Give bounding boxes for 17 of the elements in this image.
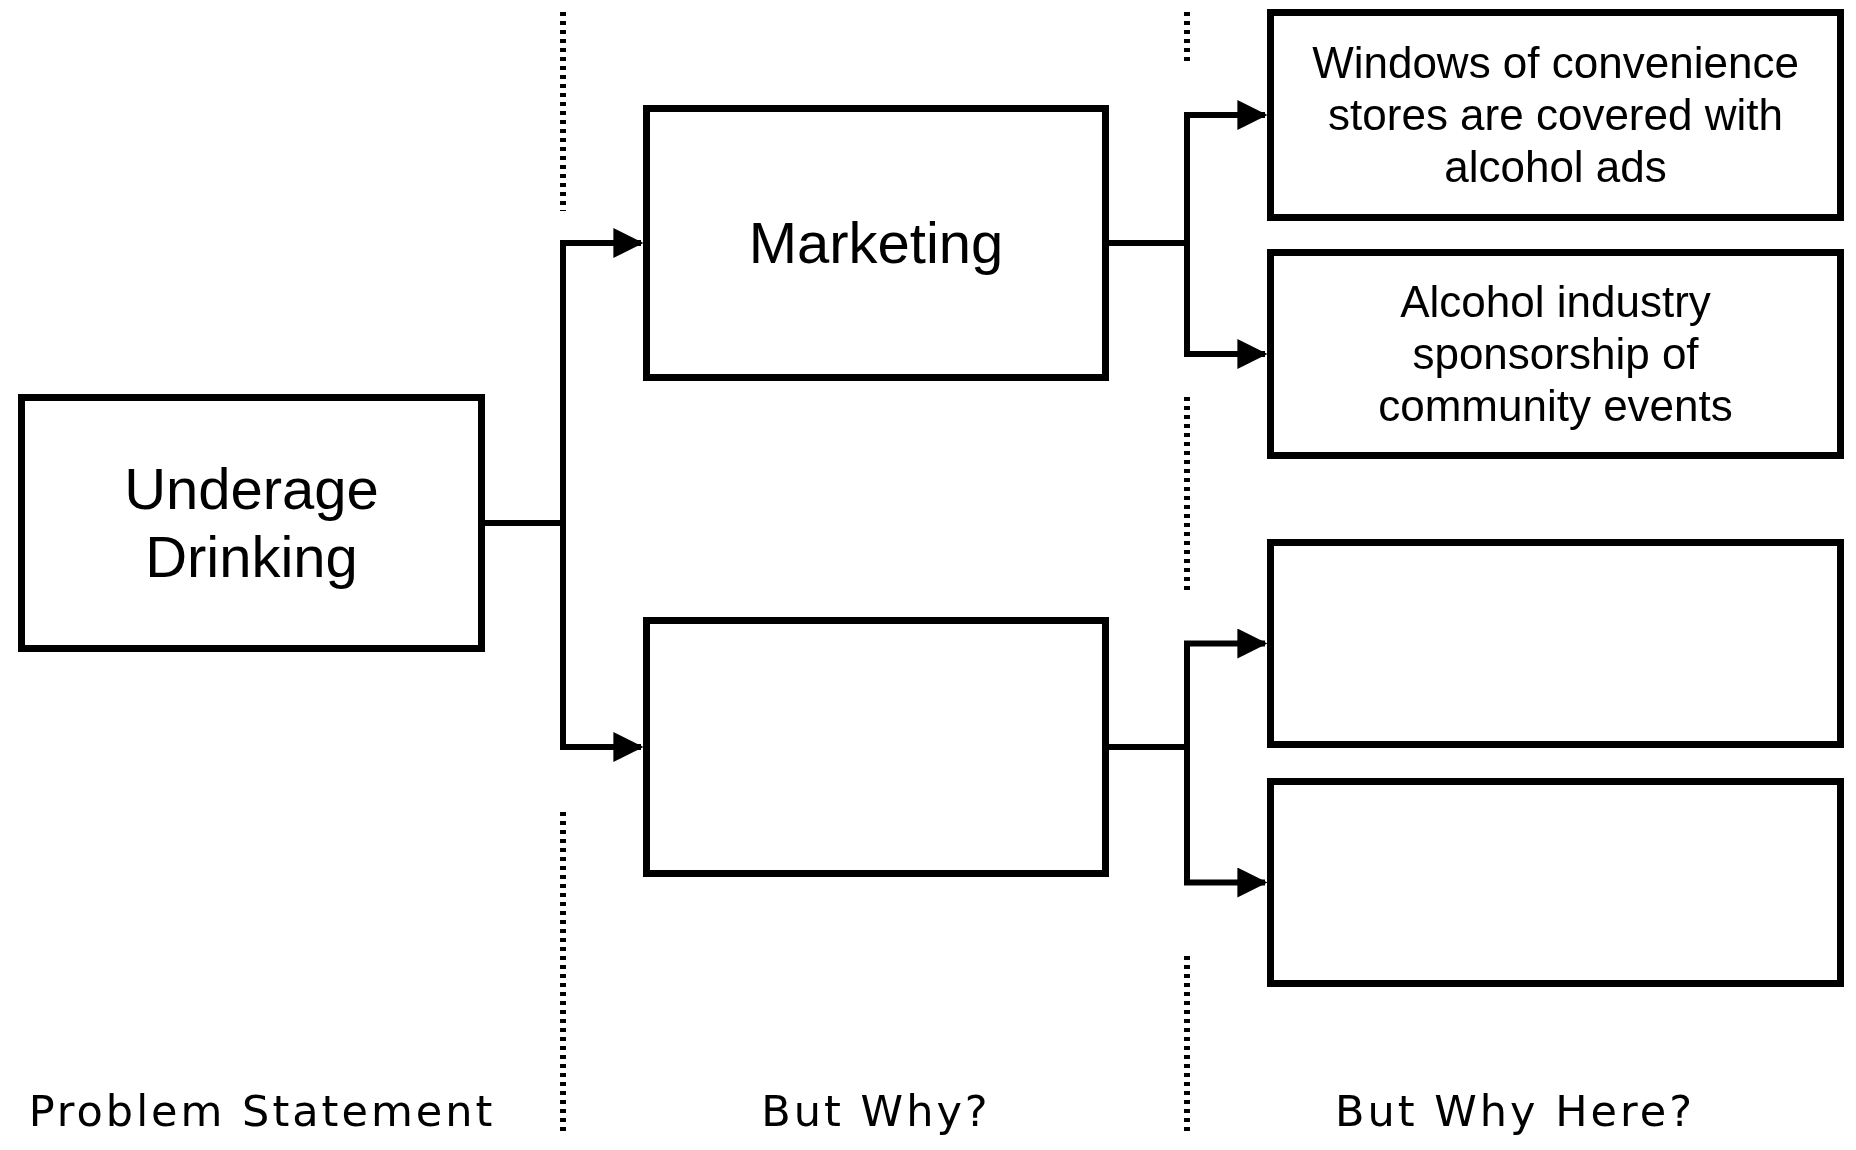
text-box	[18, 394, 485, 652]
box-text: Alcohol industry sponsorship of community events	[1377, 276, 1734, 432]
box-text: Underage Drinking	[123, 454, 380, 591]
arrow	[1109, 744, 1268, 898]
column-label: Problem Statement	[28, 1090, 496, 1133]
empty-box	[1267, 539, 1844, 748]
column-label: But Why?	[761, 1090, 991, 1133]
arrow	[1109, 240, 1268, 369]
box-text: Windows of convenience stores are covered with alcohol ads	[1311, 37, 1800, 193]
empty-box	[1267, 778, 1844, 987]
text-box	[1267, 9, 1844, 221]
empty-box	[643, 617, 1109, 877]
column-label: But Why Here?	[1335, 1090, 1695, 1133]
text-box	[1267, 249, 1844, 459]
box-text: Marketing	[748, 208, 1004, 277]
text-box	[643, 105, 1109, 381]
arrow	[485, 520, 644, 762]
